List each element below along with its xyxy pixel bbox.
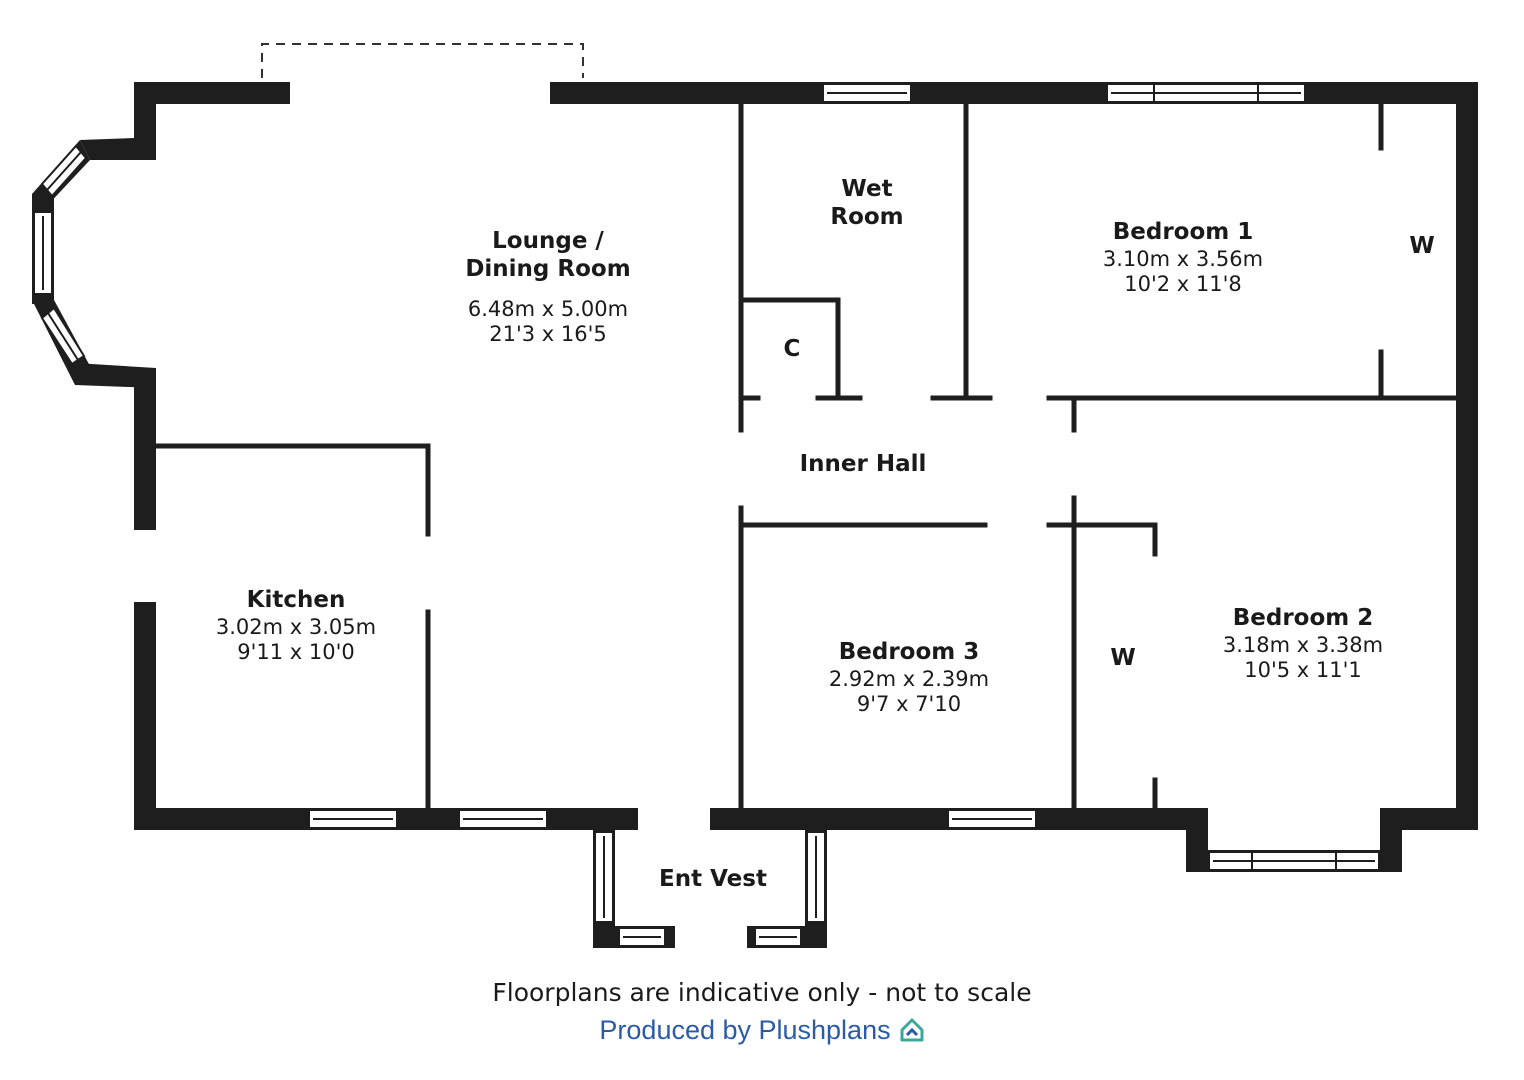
room-label-wardrobe-bedroom1: W (1402, 233, 1442, 261)
room-name: Kitchen (246, 587, 346, 613)
room-dimensions-metric: 6.48m x 5.00m (467, 297, 629, 322)
room-dimensions-metric: 3.18m x 3.38m (1222, 632, 1384, 657)
room-dimensions-imperial: 9'7 x 7'10 (856, 691, 962, 716)
room-dimensions-imperial: 9'11 x 10'0 (237, 639, 355, 664)
room-label-bedroom3: Bedroom 3 2.92m x 2.39m 9'7 x 7'10 (809, 639, 1009, 717)
windows (33, 83, 1380, 947)
room-dimensions-imperial: 10'2 x 11'8 (1124, 271, 1242, 296)
interior-walls (153, 101, 1459, 811)
room-label-wardrobe-bedroom2: W (1103, 645, 1143, 673)
room-name: W (1110, 645, 1136, 671)
room-label-cupboard: C (772, 336, 812, 364)
credit-line: Produced by Plushplans (0, 1015, 1524, 1046)
room-dimensions-metric: 3.10m x 3.56m (1102, 246, 1264, 271)
plushplans-logo-icon (900, 1018, 924, 1042)
room-dimensions-metric: 2.92m x 2.39m (828, 666, 990, 691)
room-name: Bedroom 1 (1112, 219, 1254, 245)
room-dimensions-metric: 3.02m x 3.05m (215, 614, 377, 639)
room-name: W (1409, 233, 1435, 259)
room-name-line1: Lounge / (492, 228, 604, 254)
room-name-line2: Room (830, 203, 904, 230)
bay-windows (40, 144, 88, 366)
room-label-lounge: Lounge / Dining Room 6.48m x 5.00m 21'3 … (438, 228, 658, 348)
room-label-bedroom1: Bedroom 1 3.10m x 3.56m 10'2 x 11'8 (1083, 219, 1283, 297)
room-name-line2: Dining Room (465, 255, 631, 282)
credit-text: Produced by Plushplans (599, 1015, 891, 1045)
exterior-walls (32, 82, 1478, 948)
room-dimensions-imperial: 21'3 x 16'5 (489, 322, 607, 347)
room-label-ent-vest: Ent Vest (633, 866, 793, 894)
room-name: Bedroom 3 (838, 639, 980, 665)
room-label-kitchen: Kitchen 3.02m x 3.05m 9'11 x 10'0 (196, 587, 396, 665)
room-label-wet-room: Wet Room (807, 176, 927, 231)
room-label-bedroom2: Bedroom 2 3.18m x 3.38m 10'5 x 11'1 (1203, 605, 1403, 683)
disclaimer-text: Floorplans are indicative only - not to … (492, 978, 1032, 1007)
room-label-inner-hall: Inner Hall (773, 451, 953, 479)
room-name-line1: Wet (841, 176, 893, 202)
room-name: C (783, 336, 801, 362)
room-name: Inner Hall (799, 451, 927, 477)
room-name: Bedroom 2 (1232, 605, 1374, 631)
dashed-extension-outline (261, 43, 584, 78)
room-name: Ent Vest (659, 866, 767, 892)
room-dimensions-imperial: 10'5 x 11'1 (1244, 657, 1362, 682)
